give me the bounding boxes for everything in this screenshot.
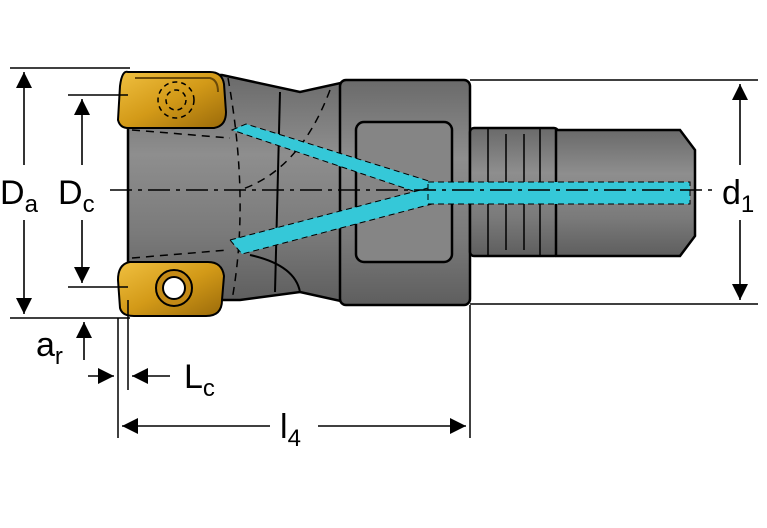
cutter-body — [126, 73, 697, 307]
extension-lines — [10, 67, 758, 438]
dimension-labels: Da Dc d1 ar Lc l4 — [0, 174, 754, 452]
cutting-insert-icon — [116, 70, 228, 129]
insert-bottom — [116, 261, 226, 317]
screw-hole-icon — [157, 81, 195, 119]
label-Lc: Lc — [184, 358, 215, 402]
label-ar: ar — [36, 326, 63, 370]
coolant-channels — [229, 123, 691, 255]
label-l4: l4 — [280, 408, 301, 452]
insert-top — [116, 70, 228, 129]
dimension-lines — [15, 72, 748, 434]
label-d1: d1 — [722, 174, 754, 218]
label-Dc: Dc — [58, 174, 95, 218]
coolant-channel-axial — [427, 181, 691, 205]
label-Da: Da — [0, 174, 39, 218]
